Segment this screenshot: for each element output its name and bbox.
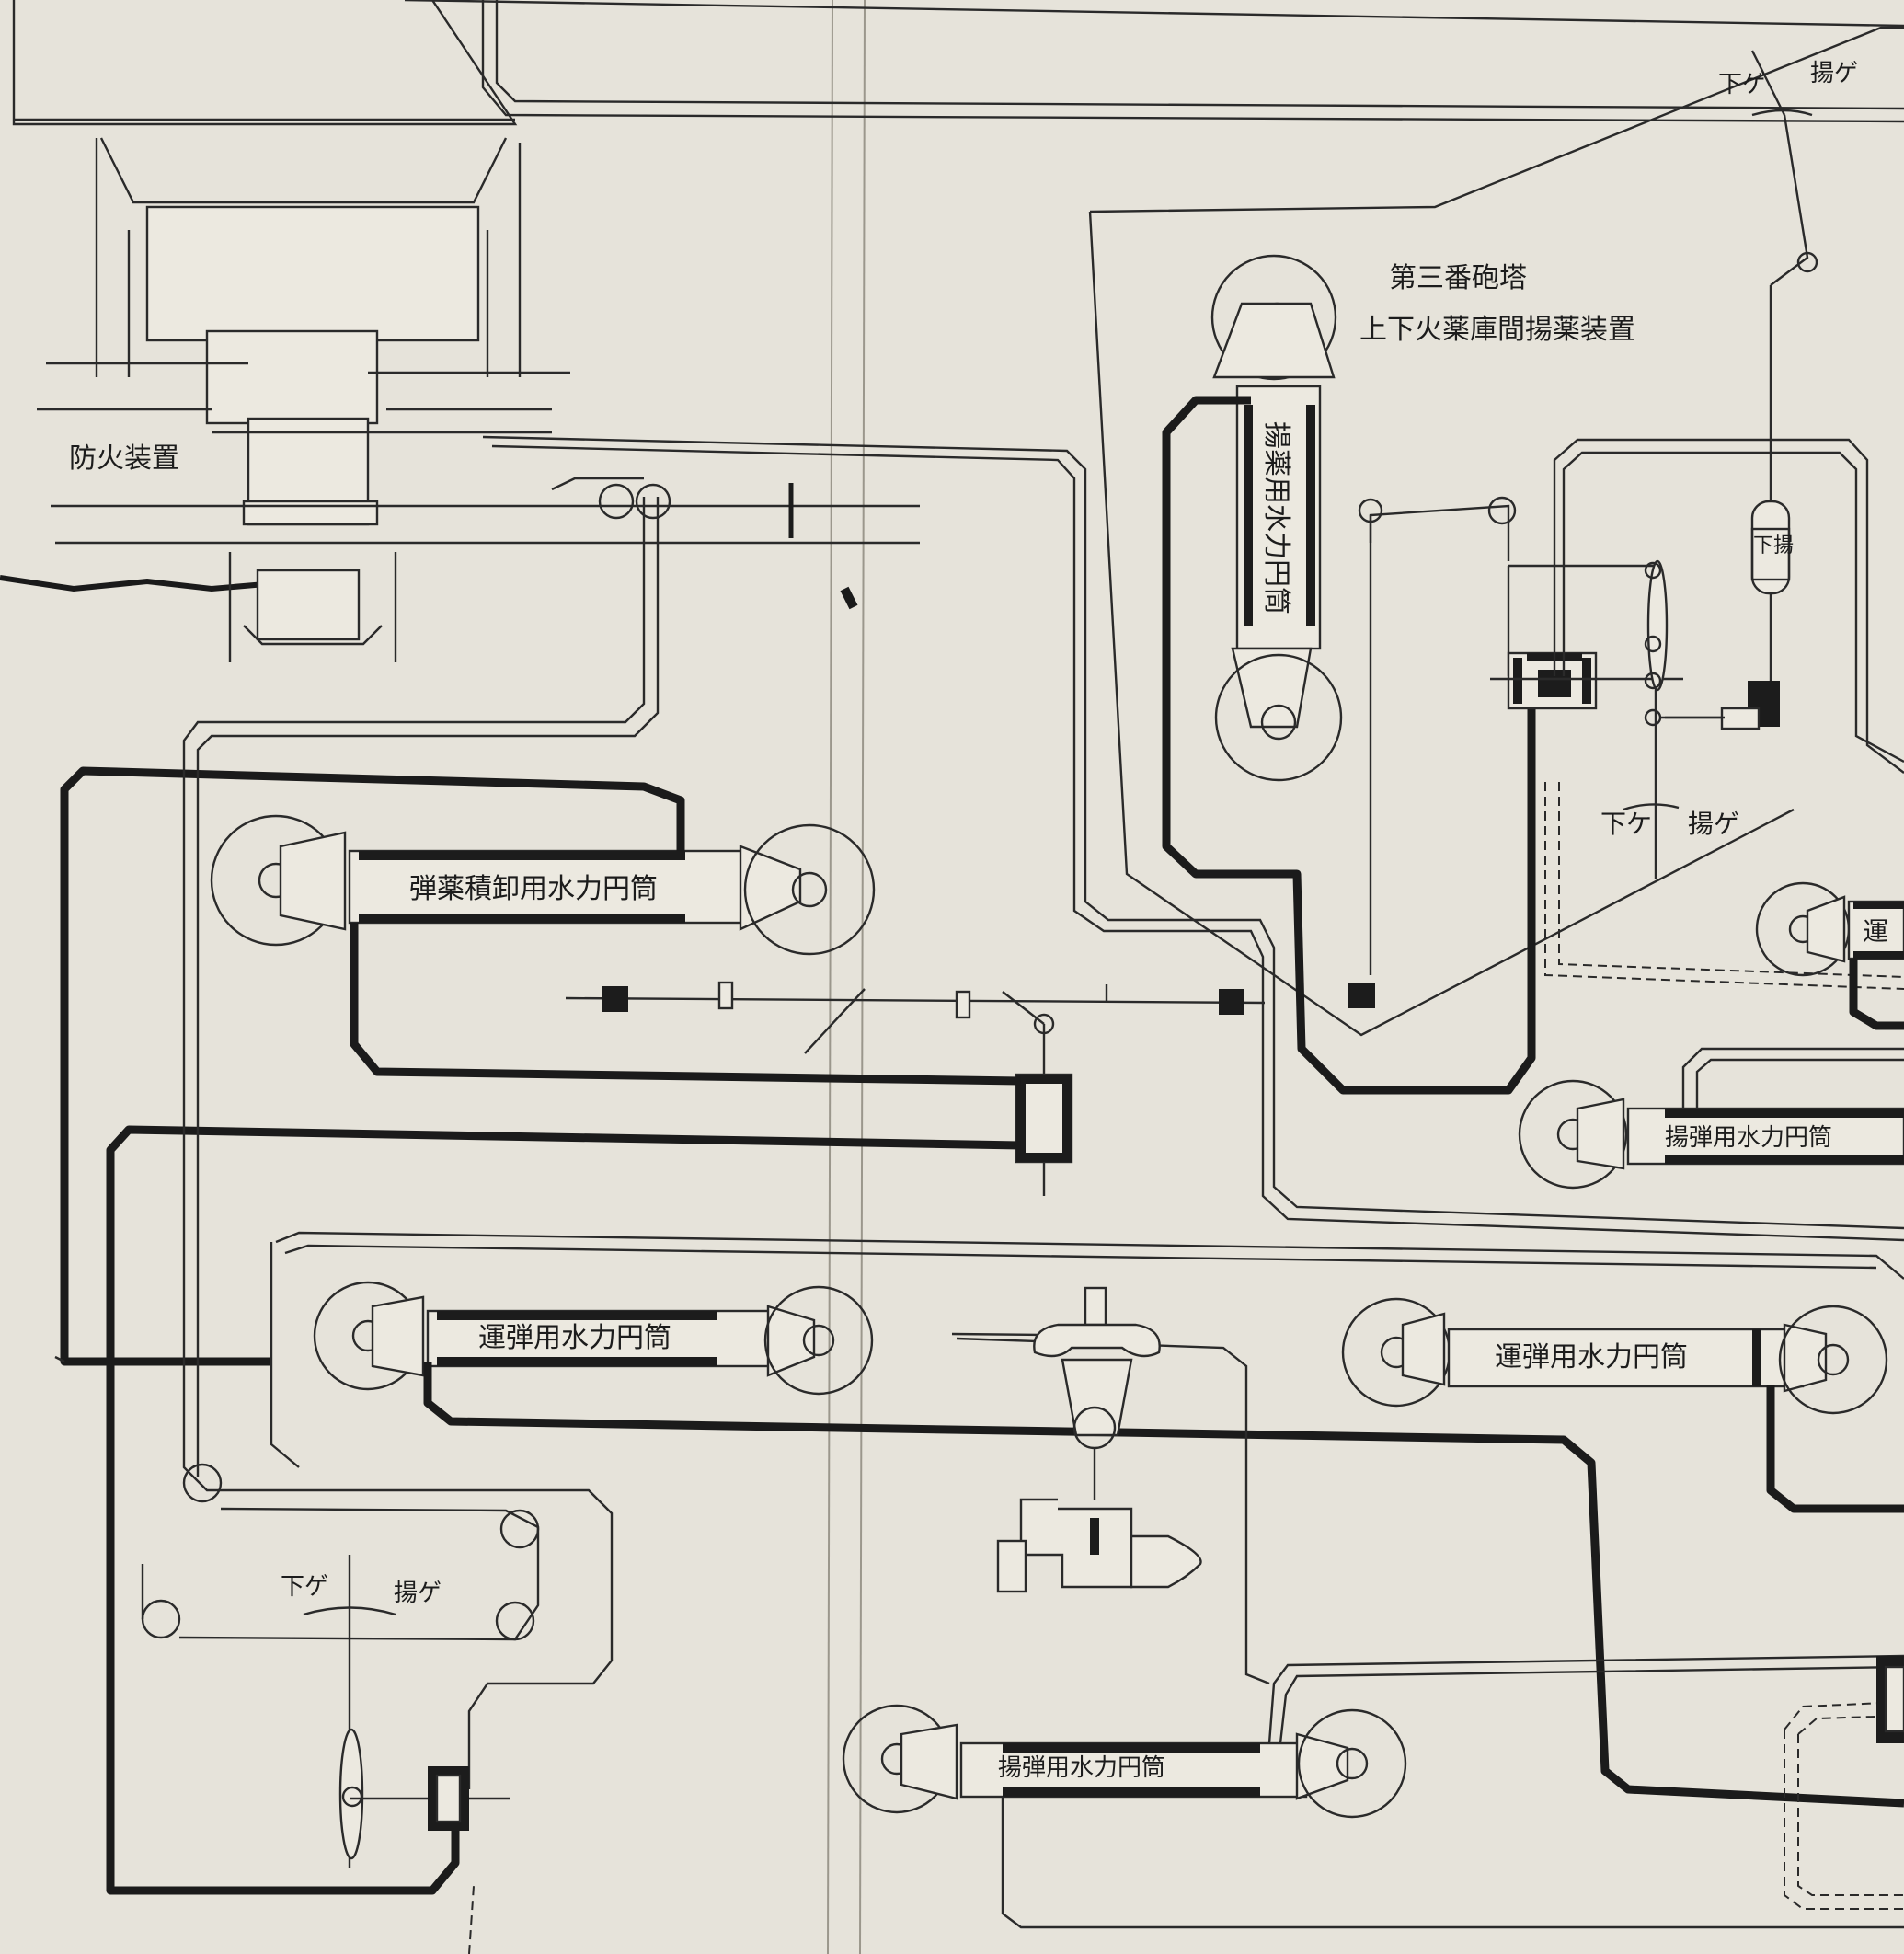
shell-hoist-cylinder-bottom <box>842 1704 1407 1819</box>
powder-hoist-linkage <box>1348 496 1729 1008</box>
shell-crane <box>951 1286 1202 1593</box>
transport-cylinder-left-label: 運弾用水力円筒 <box>478 1322 671 1354</box>
transport-cylinder-right <box>1341 1297 1888 1415</box>
transport-cylinder-right-label: 運弾用水力円筒 <box>1495 1341 1688 1374</box>
shell-hoist-cylinder-right <box>1518 1079 1904 1190</box>
fire-device-label: 防火装置 <box>69 443 179 475</box>
transport-cylinder-edge <box>1755 881 1904 977</box>
paper-folds <box>0 0 866 1954</box>
lower-lever-up-label: 揚ゲ <box>394 1580 442 1607</box>
lower-left-pulleys <box>141 1463 540 1641</box>
diagram-subtitle: 上下火薬庫間揚薬装置 <box>1359 314 1635 346</box>
diagram-title: 第三番砲塔 <box>1389 262 1527 294</box>
deck-structure <box>12 0 1904 662</box>
top-lever-up-label: 揚ゲ <box>1810 60 1858 87</box>
mid-lever-down-label: 下ケ <box>1600 809 1652 839</box>
loading-cylinder <box>210 814 876 956</box>
turret-outline <box>1089 26 1904 213</box>
powder-hoist-cylinder <box>1210 254 1343 782</box>
top-lever-down-label: 下ゲ <box>1718 71 1766 98</box>
shell-hoist-cylinder-right-label: 揚弾用水力円筒 <box>1665 1124 1832 1152</box>
transport-cylinder-left <box>313 1281 874 1396</box>
lower-left-lever <box>303 1555 510 1868</box>
shell-hoist-cylinder-bottom-label: 揚弾用水力円筒 <box>998 1754 1165 1782</box>
mid-lever-up-label: 揚ゲ <box>1688 809 1739 839</box>
lower-lever-down-label: 下ゲ <box>281 1573 328 1601</box>
powder-hoist-cylinder-label: 揚薬用水力円筒 <box>1260 421 1292 615</box>
valve-box-upper-label: 下揚 <box>1753 534 1794 557</box>
top-right-lever <box>1665 50 1818 730</box>
loading-linkage <box>565 981 1266 1196</box>
transport-cylinder-edge-label: 運 <box>1863 916 1888 947</box>
loading-cylinder-label: 弾薬積卸用水力円筒 <box>409 873 658 905</box>
